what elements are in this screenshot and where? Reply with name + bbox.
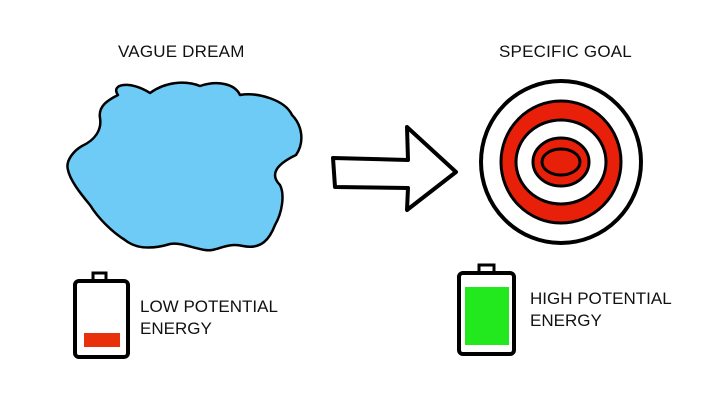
high-battery-fill (465, 287, 509, 345)
low-energy-label-line1: LOW POTENTIAL (140, 297, 278, 316)
specific-goal-title: SPECIFIC GOAL (499, 42, 632, 61)
arrow-right-icon (331, 125, 458, 212)
cloud-icon (66, 81, 303, 252)
vague-dream-title: VAGUE DREAM (118, 42, 245, 61)
high-energy-label-line2: ENERGY (530, 311, 602, 330)
low-battery-fill (84, 333, 120, 347)
high-energy-label: HIGH POTENTIAL ENERGY (530, 288, 672, 332)
low-energy-label-line2: ENERGY (140, 319, 212, 338)
target-icon (479, 79, 643, 245)
high-energy-label-line1: HIGH POTENTIAL (530, 289, 672, 308)
low-battery-icon (73, 271, 130, 359)
high-battery-icon (457, 263, 516, 356)
low-energy-label: LOW POTENTIAL ENERGY (140, 296, 278, 340)
